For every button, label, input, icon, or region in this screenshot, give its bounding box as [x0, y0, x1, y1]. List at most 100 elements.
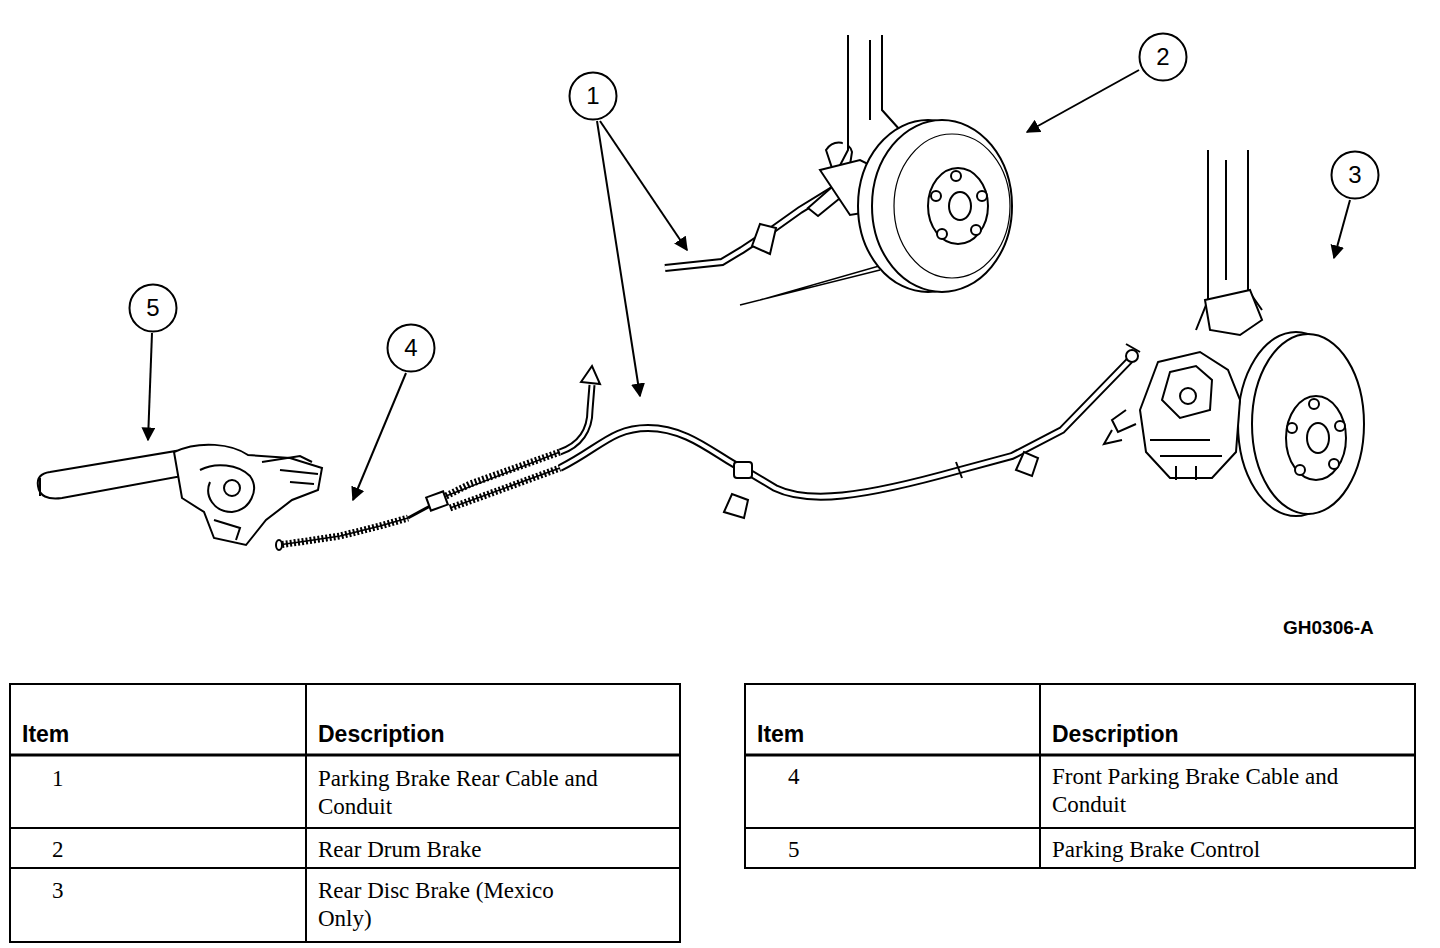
rear-cable-conduit	[560, 344, 1140, 518]
rear-disc-brake-part	[1307, 423, 1329, 453]
rear-drum-brake-part	[931, 191, 941, 201]
parking-brake-lever-part	[39, 478, 41, 496]
rear-cable-springs-part	[560, 385, 592, 452]
rear-cable-conduit-part	[1016, 452, 1038, 476]
table-grid-part	[10, 684, 680, 942]
front-cable-part	[408, 505, 432, 518]
table-cell: Item	[757, 720, 1017, 748]
rear-drum-brake-part	[869, 40, 871, 120]
table-cell: Description	[318, 720, 668, 748]
rear-drum-brake-part	[951, 171, 961, 181]
drum-cable-part	[665, 188, 836, 268]
leader-arrow-part	[1027, 70, 1139, 132]
rear-cable-springs	[446, 366, 600, 508]
table-grid-part	[745, 754, 1415, 757]
drum-cable-part	[752, 224, 776, 254]
rear-cable-conduit-part	[1126, 350, 1138, 362]
callout-number: 5	[128, 283, 178, 333]
drum-cable-part	[752, 143, 852, 254]
rear-disc-brake-part	[1225, 160, 1227, 280]
table-grid-part	[745, 827, 1415, 829]
callout-number: 3	[1330, 150, 1380, 200]
rear-cable-springs-part	[446, 452, 560, 508]
rear-disc-brake	[1104, 150, 1364, 516]
table-cell-text: 4	[788, 763, 988, 791]
rear-disc-brake-part	[1150, 440, 1222, 480]
rear-drum-brake	[820, 35, 1012, 292]
table-cell-text: Description	[318, 720, 668, 748]
rear-cable-conduit-part	[724, 494, 748, 518]
table-cell-text: Parking Brake Rear Cable and Conduit	[318, 765, 663, 821]
table-cell-text: Item	[757, 720, 1017, 748]
drum-cable-part	[740, 260, 900, 305]
rear-disc-brake-part	[1112, 410, 1136, 432]
callout-number: 1	[568, 71, 618, 121]
rear-disc-brake-part	[1162, 366, 1212, 418]
parking-brake-lever-part	[262, 456, 318, 484]
rear-disc-brake-part	[1205, 290, 1262, 335]
table-cell-text: Front Parking Brake Cable and Conduit	[1052, 763, 1407, 819]
rear-drum-brake-part	[977, 191, 987, 201]
parking-brake-lever-part	[38, 451, 182, 499]
table-cell: Description	[1052, 720, 1402, 748]
rear-cable-springs-part	[581, 366, 600, 384]
table-cell-text: Description	[1052, 720, 1402, 748]
rear-drum-brake-part	[937, 229, 947, 239]
rear-disc-brake-part	[1287, 423, 1297, 433]
rear-drum-brake-part	[894, 134, 1010, 278]
front-cable	[276, 491, 448, 550]
table-cell-text: Parking Brake Control	[1052, 836, 1407, 864]
parking-brake-lever-part	[214, 520, 240, 540]
rear-cable-conduit-part	[956, 462, 962, 478]
table-cell-text: 1	[52, 765, 252, 793]
rear-disc-brake-part	[1295, 465, 1305, 475]
front-cable-part	[276, 540, 282, 550]
rear-cable-conduit-part	[734, 462, 752, 478]
front-cable-part	[278, 518, 408, 545]
table-cell-text: Item	[22, 720, 282, 748]
rear-drum-brake-part	[971, 225, 981, 235]
callout-circle: 1	[568, 71, 618, 121]
leader-arrow-part	[148, 333, 152, 440]
table-cell: 4	[788, 763, 988, 791]
table-cell: 2	[52, 836, 252, 864]
table-grid	[10, 684, 1415, 942]
callout-circle: 5	[128, 283, 178, 333]
callout-number: 4	[386, 323, 436, 373]
leader-arrow	[148, 70, 1350, 500]
drum-cable-part	[665, 188, 836, 268]
rear-drum-brake-part	[949, 192, 971, 220]
table-cell: Parking Brake Rear Cable and Conduit	[318, 765, 663, 821]
table-cell-text: 5	[788, 836, 988, 864]
rear-disc-brake-part	[1180, 388, 1196, 404]
callout-circle: 3	[1330, 150, 1380, 200]
rear-disc-brake-part	[1309, 399, 1319, 409]
rear-disc-brake-part	[1329, 459, 1339, 469]
table-grid-part	[1039, 684, 1041, 868]
table-cell: 5	[788, 836, 988, 864]
leader-arrow-part	[353, 373, 406, 500]
table-cell: Parking Brake Control	[1052, 836, 1407, 864]
table-grid-part	[10, 828, 680, 868]
table-cell-text: Rear Drum Brake	[318, 836, 668, 864]
rear-disc-brake-part	[1140, 352, 1240, 478]
table-grid-part	[10, 754, 680, 757]
table-grid-part	[305, 684, 307, 942]
parking-brake-lever-part	[174, 445, 322, 545]
table-cell-text: 2	[52, 836, 252, 864]
rear-disc-brake-part	[1335, 421, 1345, 431]
rear-drum-brake-part	[872, 120, 1012, 292]
rear-cable-springs-part	[560, 385, 592, 452]
front-cable-part	[278, 518, 408, 545]
table-cell-text: 3	[52, 877, 252, 905]
figure-code-text: GH0306-A	[1283, 617, 1374, 639]
rear-cable-conduit-part	[560, 360, 1130, 497]
leader-arrow-part	[597, 121, 640, 396]
callout-circle: 2	[1138, 32, 1188, 82]
rear-disc-brake-part	[1286, 396, 1346, 480]
table-cell: Item	[22, 720, 282, 748]
table-cell: Rear Disc Brake (Mexico Only)	[318, 877, 608, 933]
rear-drum-brake-part	[928, 168, 988, 244]
table-cell: 3	[52, 877, 252, 905]
